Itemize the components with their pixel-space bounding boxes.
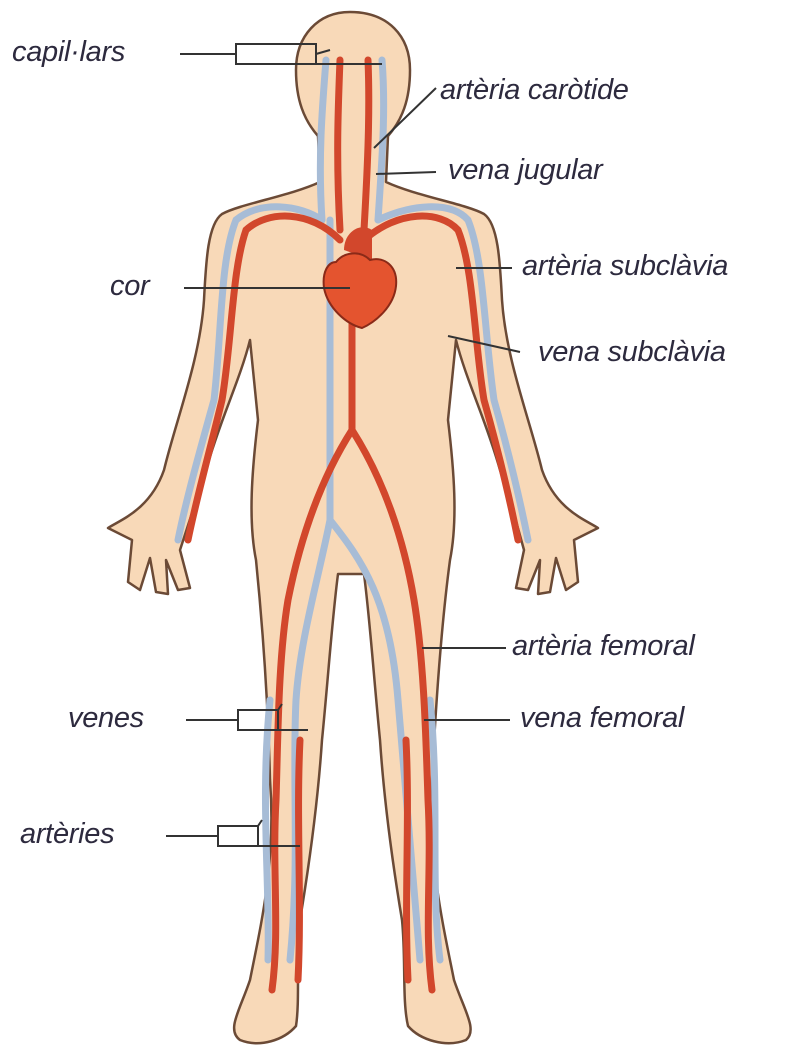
label-arteries: artèries bbox=[20, 820, 114, 849]
label-subclavian-artery: artèria subclàvia bbox=[522, 252, 728, 281]
label-subclavian-vein: vena subclàvia bbox=[538, 338, 726, 367]
label-femoral-artery: artèria femoral bbox=[512, 632, 694, 661]
label-carotid-artery: artèria caròtide bbox=[440, 76, 629, 105]
arteries-bracket bbox=[218, 826, 258, 846]
label-veins: venes bbox=[68, 704, 144, 733]
label-jugular-vein: vena jugular bbox=[448, 156, 602, 185]
label-femoral-vein: vena femoral bbox=[520, 704, 684, 733]
label-capillaries: capil·lars bbox=[12, 38, 125, 67]
label-heart: cor bbox=[110, 272, 149, 301]
